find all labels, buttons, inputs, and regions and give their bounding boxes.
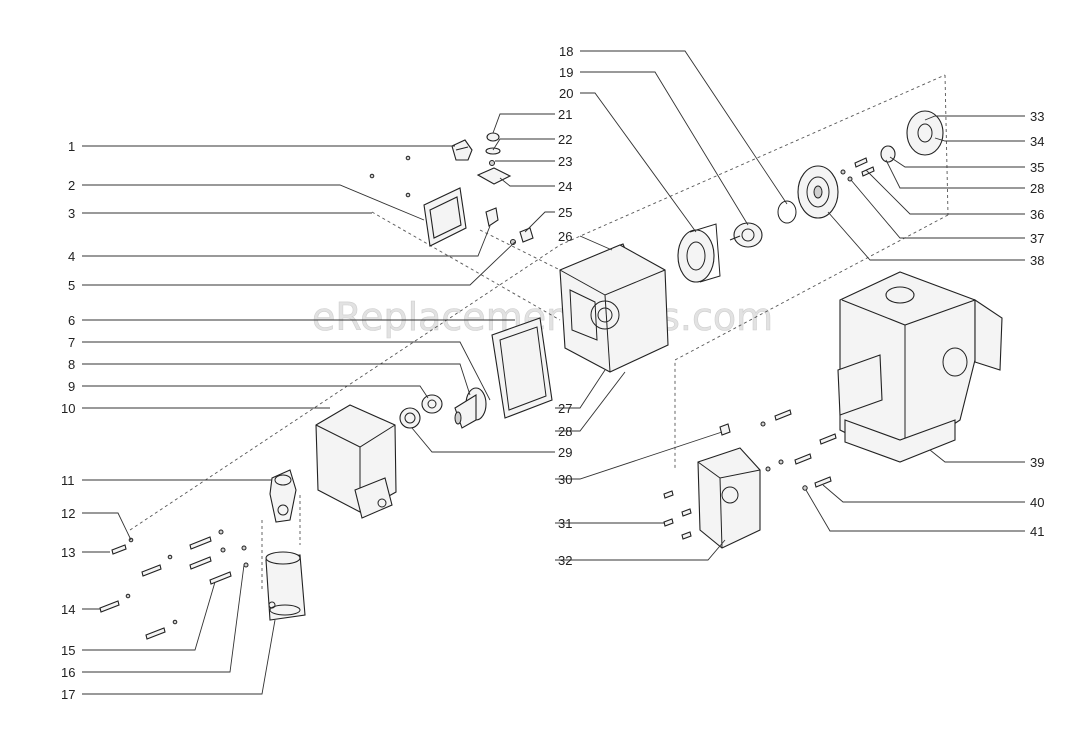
callout-28-lower: 28 [558,424,572,439]
part-cap-stack [476,132,512,185]
callout-18: 18 [559,44,573,59]
part-fitting [451,139,473,161]
callout-30: 30 [558,472,572,487]
part-clutch-cover [906,110,944,156]
part-gasket [491,317,553,419]
callout-29: 29 [558,445,572,460]
callout-5: 5 [68,278,75,293]
part-coupling [677,223,721,283]
callout-1: 1 [68,139,75,154]
leader-lines [82,50,1025,695]
callout-14: 14 [61,602,75,617]
part-screws-top [369,155,411,198]
part-gearbox-housing [559,244,669,373]
callout-40: 40 [1030,495,1044,510]
callout-7: 7 [68,335,75,350]
callout-4: 4 [68,249,75,264]
callout-22: 22 [558,132,572,147]
part-mount-bolts [663,409,837,540]
callout-41: 41 [1030,524,1044,539]
callout-12: 12 [61,506,75,521]
part-gear [729,222,763,248]
callout-27: 27 [558,401,572,416]
callout-16: 16 [61,665,75,680]
callout-35: 35 [1030,160,1044,175]
callout-8: 8 [68,357,75,372]
part-engine [837,271,1003,463]
callout-6: 6 [68,313,75,328]
callout-15: 15 [61,643,75,658]
part-front-housing [315,404,397,519]
part-plug [510,227,534,245]
part-shaft [454,387,487,429]
part-bolts-left [99,529,249,640]
callout-13: 13 [61,545,75,560]
callout-10: 10 [61,401,75,416]
callout-23: 23 [558,154,572,169]
callout-19: 19 [559,65,573,80]
part-retaining-ring [777,200,797,224]
callout-24: 24 [558,179,572,194]
callout-39: 39 [1030,455,1044,470]
callout-33: 33 [1030,109,1044,124]
part-small-bolts-right [840,145,896,182]
callout-25: 25 [558,205,572,220]
callout-3: 3 [68,206,75,221]
callout-9: 9 [68,379,75,394]
callout-17: 17 [61,687,75,702]
callout-36: 36 [1030,207,1044,222]
part-ring [399,407,421,429]
callout-2: 2 [68,178,75,193]
callout-21: 21 [558,107,572,122]
callout-37: 37 [1030,231,1044,246]
part-valve [485,207,499,227]
part-pump-block [265,551,306,621]
callout-20: 20 [559,86,573,101]
callout-11: 11 [61,473,75,488]
part-washer [421,394,443,414]
callout-38: 38 [1030,253,1044,268]
part-clutch [797,165,839,219]
part-connecting-rod [269,469,297,523]
watermark: eReplacementParts.com [312,295,773,339]
callout-28-upper: 28 [1030,181,1044,196]
callout-26: 26 [558,229,572,244]
callout-34: 34 [1030,134,1044,149]
part-cover-plate [423,187,467,247]
part-mount-plate [697,447,761,549]
callout-labels: 1 2 3 4 5 6 7 8 9 10 11 12 13 14 15 16 1… [61,44,1044,702]
callout-32: 32 [558,553,572,568]
callout-31: 31 [558,516,572,531]
assembly-axes [129,74,949,590]
